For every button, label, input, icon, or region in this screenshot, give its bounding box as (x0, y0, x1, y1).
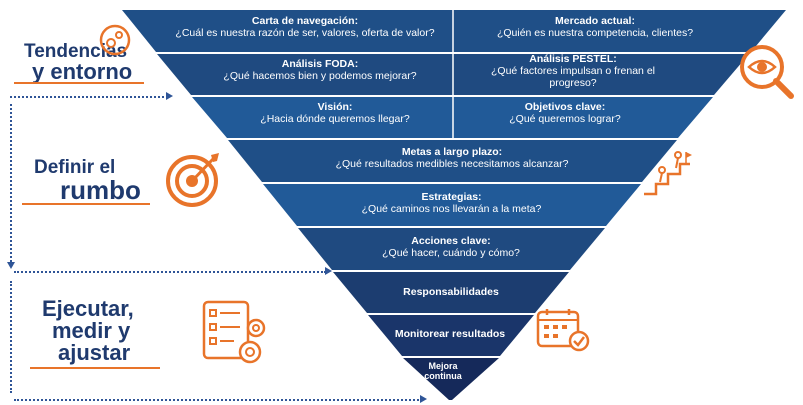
row7-text: Responsabilidades (360, 286, 542, 298)
row1-left-title: Carta de navegación: (251, 15, 359, 27)
row9-title: Mejora continua (424, 361, 462, 382)
target-arrow-icon (166, 153, 219, 207)
connector-horizontal-2 (14, 271, 326, 273)
connector-arrow-down-1 (7, 262, 15, 269)
row2-left-title: Análisis FODA: (281, 58, 359, 70)
row4-question: ¿Qué resultados medibles necesitamos alc… (335, 158, 569, 171)
eye-magnifier-icon (740, 45, 794, 99)
row1-left-question: ¿Cuál es nuestra razón de ser, valores, … (175, 27, 435, 40)
checklist-gear-icon (202, 300, 266, 364)
funnel-band-5 (263, 184, 641, 226)
row1-right-text: Mercado actual: ¿Quién es nuestra compet… (460, 15, 730, 39)
stage3-underline (30, 367, 160, 369)
row4-text: Metas a largo plazo: ¿Qué resultados med… (262, 146, 642, 170)
row1-right-title: Mercado actual: (555, 15, 635, 27)
row3-right-text: Objetivos clave: ¿Qué queremos lograr? (460, 101, 670, 125)
connector-horizontal-3 (14, 399, 422, 401)
row3-left-title: Visión: (317, 101, 353, 113)
stage2-underline (22, 203, 150, 205)
funnel-band-4 (228, 140, 677, 182)
stage2-line2: rumbo (60, 175, 141, 205)
row1-left-text: Carta de navegación: ¿Cuál es nuestra ra… (160, 15, 450, 39)
stage3-title: Ejecutar, medir y ajustar (42, 298, 134, 364)
row6-question: ¿Qué hacer, cuándo y cómo? (382, 247, 520, 260)
row3-left-question: ¿Hacia dónde queremos llegar? (260, 113, 410, 126)
row7-title: Responsabilidades (403, 286, 499, 298)
stage1-line2: y entorno (32, 59, 133, 84)
stage3-line3: ajustar (58, 340, 131, 365)
connector-vertical-1 (10, 104, 12, 262)
climbing-steps-icon (644, 151, 692, 196)
connector-vertical-2 (10, 281, 12, 393)
stage3-line2: medir y (52, 318, 131, 343)
row5-text: Estrategias: ¿Qué caminos nos llevarán a… (297, 191, 606, 215)
row2-right-question: ¿Qué factores impulsan o frenan el progr… (490, 65, 655, 90)
row4-title: Metas a largo plazo: (401, 146, 503, 158)
connector-arrow-right-2 (325, 267, 332, 275)
row2-left-question: ¿Qué hacemos bien y podemos mejorar? (223, 70, 417, 83)
row2-right-title: Análisis PESTEL: (529, 53, 617, 65)
stage2-line1: Definir el (34, 157, 116, 178)
row2-left-text: Análisis FODA: ¿Qué hacemos bien y podem… (190, 58, 450, 82)
connector-arrow-right-3 (420, 395, 427, 403)
row2-right-text: Análisis PESTEL: ¿Qué factores impulsan … (478, 53, 668, 89)
stage2-title: Definir el rumbo (34, 158, 141, 203)
row3-left-text: Visión: ¿Hacia dónde queremos llegar? (220, 101, 450, 125)
row3-right-question: ¿Qué queremos lograr? (509, 113, 621, 126)
row8-title: Monitorear resultados (394, 328, 506, 340)
gears-circle-icon (99, 24, 131, 56)
funnel-band-9 (403, 358, 499, 400)
row6-text: Acciones clave: ¿Qué hacer, cuándo y cóm… (332, 235, 570, 259)
row8-text: Monitorear resultados (370, 328, 530, 340)
calendar-check-icon (536, 309, 590, 352)
funnel-band-7 (333, 272, 569, 313)
row5-title: Estrategias: (421, 191, 482, 203)
funnel-band-6 (298, 228, 605, 270)
connector-horizontal-1 (10, 96, 168, 98)
row9-text: Mejora continua (418, 361, 468, 382)
stage3-line1: Ejecutar, (42, 296, 134, 321)
row5-question: ¿Qué caminos nos llevarán a la meta? (361, 203, 542, 216)
funnel-band-8 (368, 315, 534, 356)
stage1-underline (14, 82, 144, 84)
row3-right-title: Objetivos clave: (524, 101, 606, 113)
connector-arrow-right-1 (166, 92, 173, 100)
row6-title: Acciones clave: (411, 235, 491, 247)
funnel-band-1 (122, 10, 786, 52)
row1-right-question: ¿Quién es nuestra competencia, clientes? (496, 27, 694, 40)
